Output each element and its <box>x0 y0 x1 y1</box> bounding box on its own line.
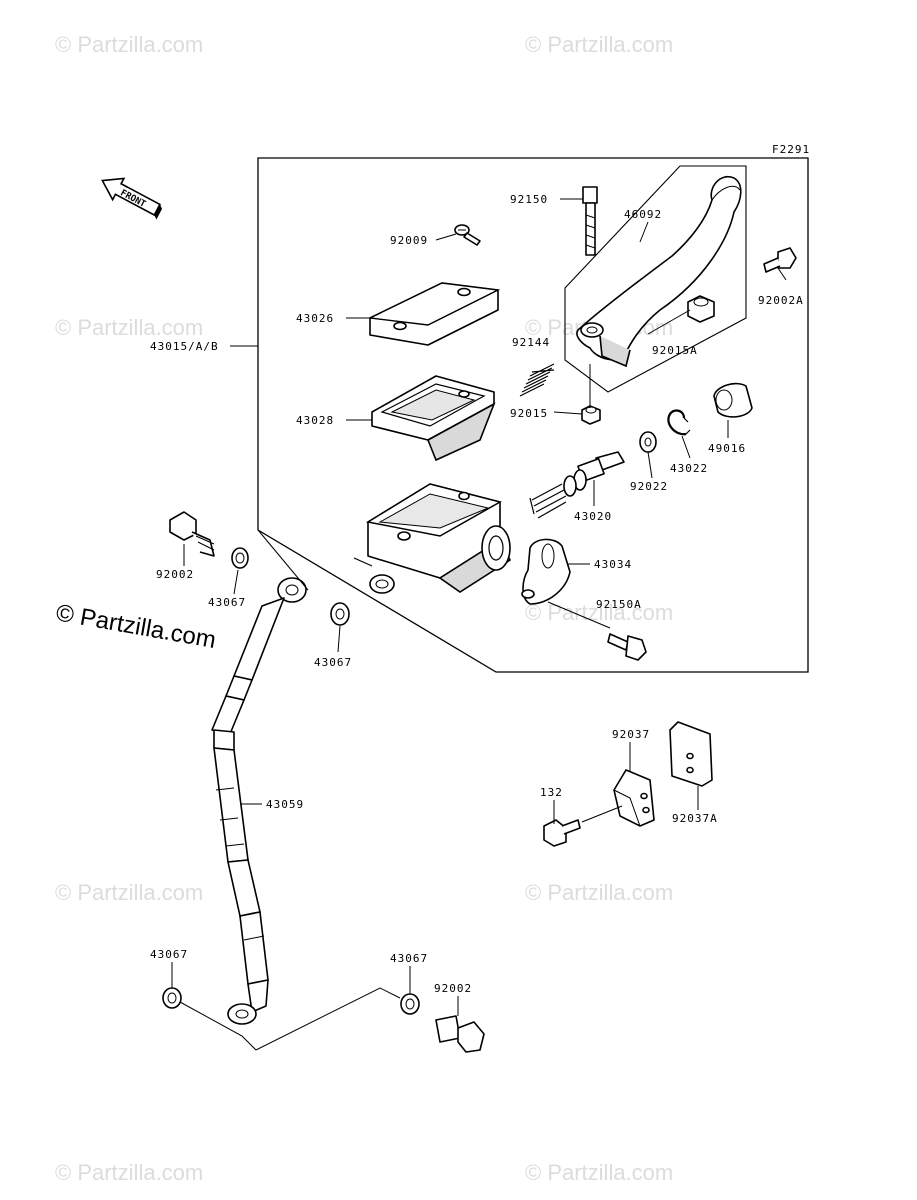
watermark: © Partzilla.com <box>525 1160 673 1185</box>
label-92002-bottom: 92002 <box>434 982 472 995</box>
label-46092: 46092 <box>624 208 662 221</box>
label-92009: 92009 <box>390 234 428 247</box>
diaphragm-43028 <box>371 375 496 462</box>
label-43020: 43020 <box>574 510 612 523</box>
front-arrow-icon: FRONT <box>101 177 163 220</box>
watermark: © Partzilla.com <box>525 880 673 905</box>
label-43026: 43026 <box>296 312 334 325</box>
watermark: © Partzilla.com <box>55 32 203 57</box>
nut-92015A <box>687 295 715 323</box>
label-92150: 92150 <box>510 193 548 206</box>
label-43015-a-b: 43015/A/B <box>150 340 219 353</box>
brake-hose-43059 <box>211 577 307 1025</box>
label-43067-d: 43067 <box>390 952 428 965</box>
washer-43067-d <box>400 993 420 1015</box>
label-92037A: 92037A <box>672 812 718 825</box>
washer-92022 <box>639 431 657 453</box>
lever-sub-outline <box>564 165 747 393</box>
leader-lines <box>171 198 787 1051</box>
banjo-bolt-92002-top <box>169 511 215 557</box>
boot-49016 <box>713 382 753 418</box>
bolt-132 <box>543 819 581 847</box>
cover-43026 <box>367 282 501 346</box>
label-92022: 92022 <box>630 480 668 493</box>
piston-assembly-43020 <box>529 451 625 519</box>
master-cylinder-body <box>353 483 512 594</box>
figure-code: F2291 <box>772 143 810 156</box>
label-92002-top: 92002 <box>156 568 194 581</box>
banjo-bolt-92002-bottom <box>435 1015 485 1053</box>
watermark: © Partzilla.com <box>525 32 673 57</box>
lever-46092 <box>576 175 742 368</box>
nut-92015 <box>581 405 601 425</box>
spring-92144 <box>519 363 555 397</box>
watermark: © Partzilla.com <box>525 600 673 625</box>
label-92015A: 92015A <box>652 344 698 357</box>
part-labels: 92150 46092 92009 92002A 43026 43015/A/B… <box>150 193 804 995</box>
label-92144: 92144 <box>512 336 550 349</box>
watermark: © Partzilla.com <box>55 315 203 340</box>
label-43034: 43034 <box>594 558 632 571</box>
label-43028: 43028 <box>296 414 334 427</box>
watermark: © Partzilla.com <box>55 1160 203 1185</box>
bolt-92150A <box>607 633 647 661</box>
label-43022: 43022 <box>670 462 708 475</box>
bracket-92037 <box>613 769 655 827</box>
washer-43067-a <box>231 547 249 569</box>
bolt-92150 <box>582 186 598 256</box>
label-92150A: 92150A <box>596 598 642 611</box>
label-132: 132 <box>540 786 563 799</box>
label-43059: 43059 <box>266 798 304 811</box>
label-49016: 49016 <box>708 442 746 455</box>
label-43067-c: 43067 <box>150 948 188 961</box>
partzilla-watermark: © Partzilla.com <box>54 599 218 654</box>
washer-43067-b <box>330 602 350 626</box>
label-43067-b: 43067 <box>314 656 352 669</box>
watermark: © Partzilla.com <box>55 880 203 905</box>
label-92037: 92037 <box>612 728 650 741</box>
bracket-92037A <box>669 721 713 787</box>
clamp-43034 <box>521 538 571 605</box>
label-43067-a: 43067 <box>208 596 246 609</box>
circlip-43022 <box>667 409 691 436</box>
screw-92009 <box>454 224 481 246</box>
label-92015: 92015 <box>510 407 548 420</box>
master-cylinder-assembly-outline <box>257 157 809 673</box>
washer-43067-c <box>162 987 182 1009</box>
bolt-92002A <box>763 247 797 273</box>
label-92002A: 92002A <box>758 294 804 307</box>
